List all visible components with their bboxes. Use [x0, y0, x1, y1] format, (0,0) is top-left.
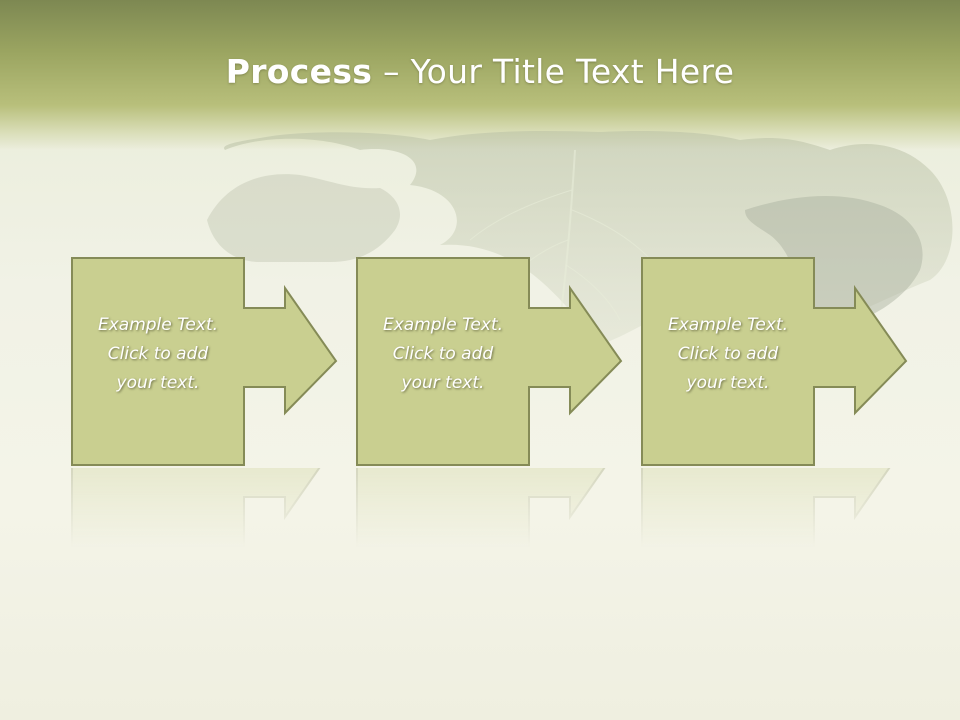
- step-text-line: Example Text.: [97, 315, 219, 335]
- step-text: Example Text. Click to add your text.: [358, 311, 528, 398]
- page-title: Process – Your Title Text Here: [0, 52, 960, 91]
- title-rest: – Your Title Text Here: [372, 52, 735, 91]
- step-text-line: your text.: [116, 373, 200, 393]
- step-text: Example Text. Click to add your text.: [643, 311, 813, 398]
- step-text: Example Text. Click to add your text.: [73, 311, 243, 398]
- title-banner: [0, 0, 960, 150]
- step-reflection: [356, 468, 646, 548]
- process-step[interactable]: Example Text. Click to add your text.: [356, 257, 646, 467]
- step-text-line: Click to add: [392, 344, 494, 364]
- arrow-right-icon: [641, 257, 908, 466]
- step-reflection: [71, 468, 361, 548]
- process-step[interactable]: Example Text. Click to add your text.: [641, 257, 931, 467]
- step-reflection: [641, 468, 931, 548]
- step-text-line: Click to add: [107, 344, 209, 364]
- arrow-right-icon: [71, 257, 338, 466]
- process-step[interactable]: Example Text. Click to add your text.: [71, 257, 361, 467]
- step-text-line: your text.: [686, 373, 770, 393]
- step-text-line: your text.: [401, 373, 485, 393]
- title-bold: Process: [225, 52, 373, 91]
- step-text-line: Click to add: [677, 344, 779, 364]
- step-text-line: Example Text.: [667, 315, 789, 335]
- step-text-line: Example Text.: [382, 315, 504, 335]
- arrow-right-icon: [356, 257, 623, 466]
